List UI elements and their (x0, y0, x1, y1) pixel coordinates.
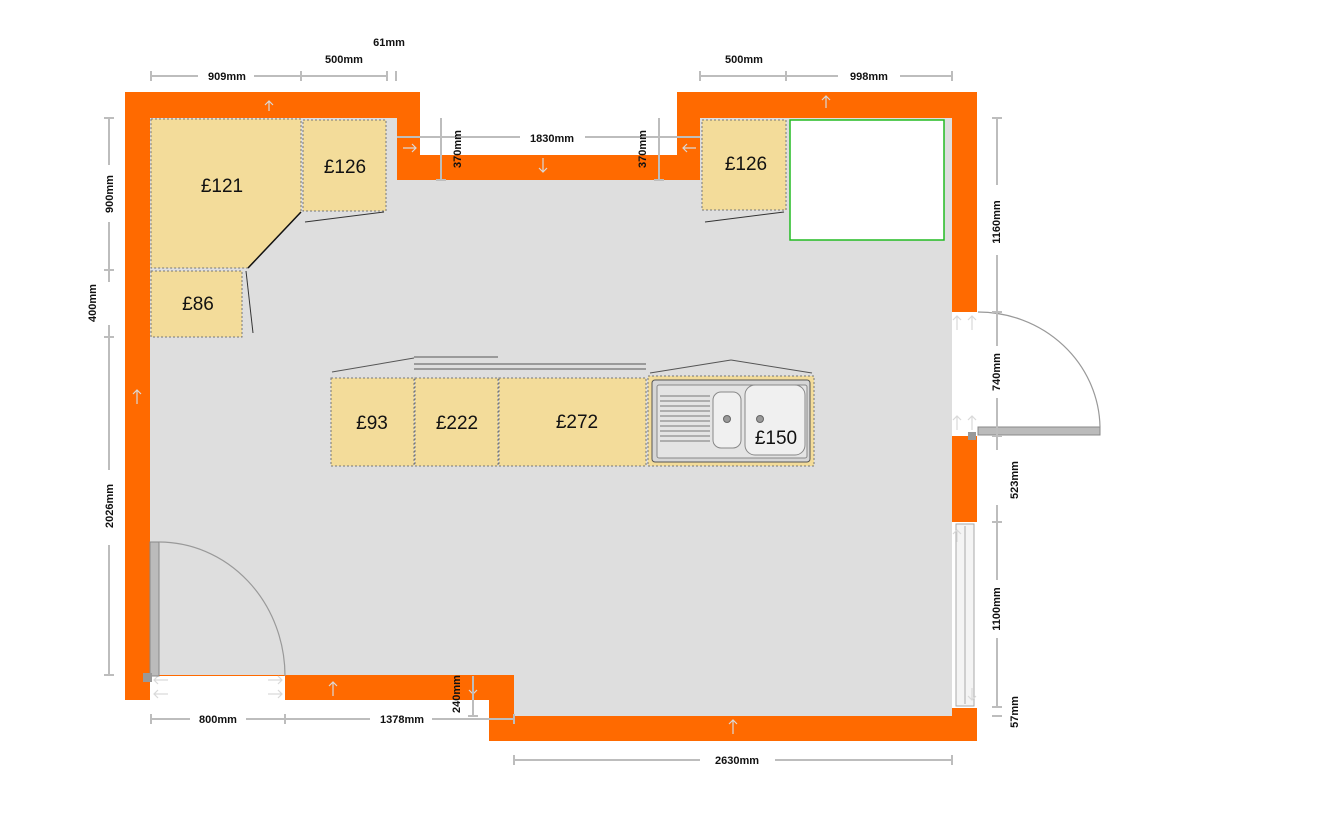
front-door-opening (150, 676, 285, 700)
island-unit-1-price: £93 (356, 413, 388, 434)
left-unit[interactable] (150, 270, 243, 338)
svg-text:400mm: 400mm (87, 284, 99, 322)
svg-text:240mm: 240mm (451, 675, 463, 713)
svg-text:57mm: 57mm (1009, 696, 1021, 728)
dim-left: 900mm 400mm 2026mm (87, 117, 116, 676)
svg-text:998mm: 998mm (850, 71, 888, 83)
svg-text:740mm: 740mm (991, 353, 1003, 391)
svg-text:370mm: 370mm (637, 130, 649, 168)
svg-text:1160mm: 1160mm (991, 200, 1003, 244)
island-unit-2[interactable] (414, 377, 499, 467)
svg-text:1100mm: 1100mm (991, 587, 1003, 631)
island-unit-3[interactable] (498, 377, 647, 467)
svg-text:500mm: 500mm (725, 54, 763, 66)
back-door-opening (952, 312, 978, 436)
top-right-unit-price: £126 (725, 154, 767, 175)
island-unit-2-price: £222 (436, 413, 478, 434)
dim-top-left: 909mm (150, 71, 302, 83)
island-unit-1[interactable] (330, 377, 415, 467)
svg-text:2630mm: 2630mm (715, 755, 759, 767)
wall-arrows (132, 95, 977, 734)
svg-text:800mm: 800mm (199, 714, 237, 726)
dim-alcove: 1830mm 370mm 370mm (397, 118, 700, 181)
top-left-unit-price: £126 (324, 157, 366, 178)
sink-icon (651, 379, 811, 463)
svg-text:909mm: 909mm (208, 71, 246, 83)
dim-top-right: 998mm (786, 71, 953, 83)
island-unit-3-price: £272 (556, 412, 598, 433)
sink-unit-price: £150 (755, 428, 797, 449)
appliance-space[interactable] (789, 119, 945, 241)
corner-unit-price: £121 (201, 176, 243, 197)
svg-text:500mm: 500mm (325, 54, 363, 66)
dim-top-right-unit: 500mm (699, 54, 787, 81)
top-left-unit[interactable] (302, 119, 387, 212)
svg-text:1378mm: 1378mm (380, 714, 424, 726)
back-door (968, 311, 1101, 440)
dim-right: 1160mm 740mm 523mm 1100mm 57mm (991, 117, 1021, 728)
dim-bottom: 800mm 1378mm 240mm 2630mm (150, 675, 953, 767)
svg-text:900mm: 900mm (104, 175, 116, 213)
front-door (143, 541, 286, 682)
dim-top-left-unit: 500mm 61mm (301, 37, 405, 81)
island (331, 356, 813, 374)
top-right-unit[interactable] (701, 119, 787, 211)
left-unit-price: £86 (182, 294, 214, 315)
svg-text:370mm: 370mm (452, 130, 464, 168)
svg-text:523mm: 523mm (1009, 461, 1021, 499)
svg-text:61mm: 61mm (373, 37, 405, 49)
svg-text:1830mm: 1830mm (530, 133, 574, 145)
svg-text:2026mm: 2026mm (104, 484, 116, 528)
